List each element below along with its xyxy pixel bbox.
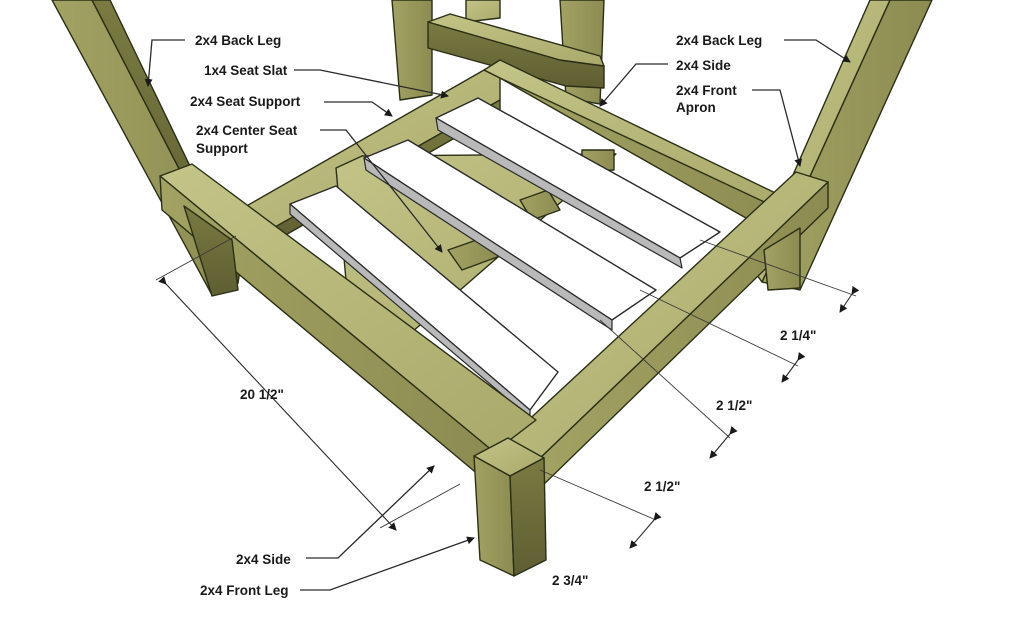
leader-front-leg	[300, 536, 475, 591]
rear-post-a	[391, 0, 433, 101]
leader-side-bottom	[306, 465, 435, 559]
label-seat-slat: 1x4 Seat Slat	[204, 63, 288, 78]
leader-front-apron	[752, 89, 803, 167]
label-center-seat-support-2: Support	[196, 141, 248, 156]
dim-gap-2: 2 1/2"	[716, 398, 752, 413]
seat-slats	[289, 97, 721, 419]
leader-back-leg-right	[784, 39, 851, 63]
depth-dimension-line	[158, 276, 397, 531]
dim-depth: 20 1/2"	[240, 387, 284, 402]
back-rail-top	[427, 13, 605, 67]
label-back-leg-right: 2x4 Back Leg	[676, 33, 762, 48]
leader-seat-support	[324, 101, 393, 117]
leader-center-seat-support	[320, 129, 443, 253]
label-back-leg-left: 2x4 Back Leg	[195, 33, 281, 48]
gap-3-dimension-line	[709, 426, 738, 459]
dim-gap-1: 2 1/4"	[780, 328, 816, 343]
leader-back-leg-left	[144, 39, 185, 87]
label-front-apron-2: Apron	[676, 100, 716, 115]
leader-lines	[144, 39, 851, 591]
gap-4-dimension-line	[629, 512, 662, 549]
seat-slat-2	[363, 139, 657, 331]
label-center-seat-support: 2x4 Center Seat	[196, 123, 298, 138]
label-seat-support: 2x4 Seat Support	[190, 94, 301, 109]
label-front-leg: 2x4 Front Leg	[200, 583, 289, 598]
callout-labels: 2x4 Back Leg 1x4 Seat Slat 2x4 Seat Supp…	[190, 33, 762, 598]
front-leg	[473, 437, 547, 577]
seat-slat-3	[435, 97, 721, 269]
leader-seat-slat	[294, 69, 449, 99]
extension-lines	[155, 235, 857, 529]
dimension-lines	[158, 276, 860, 549]
front-right-leg	[763, 227, 801, 291]
front-apron	[493, 171, 829, 489]
dimension-labels: 20 1/2" 2 1/4" 2 1/2" 2 1/2" 2 3/4"	[240, 328, 816, 588]
label-front-apron: 2x4 Front	[676, 83, 737, 98]
label-side-bottom: 2x4 Side	[236, 552, 291, 567]
front-leg-right-face	[509, 457, 547, 577]
dim-gap-4: 2 3/4"	[552, 573, 588, 588]
rear-post-b	[465, 0, 501, 23]
label-side-right: 2x4 Side	[676, 58, 731, 73]
leader-side-right	[599, 63, 668, 107]
gap-1-dimension-line	[839, 285, 860, 313]
dim-gap-3: 2 1/2"	[644, 479, 680, 494]
gap-2-dimension-line	[781, 351, 806, 383]
